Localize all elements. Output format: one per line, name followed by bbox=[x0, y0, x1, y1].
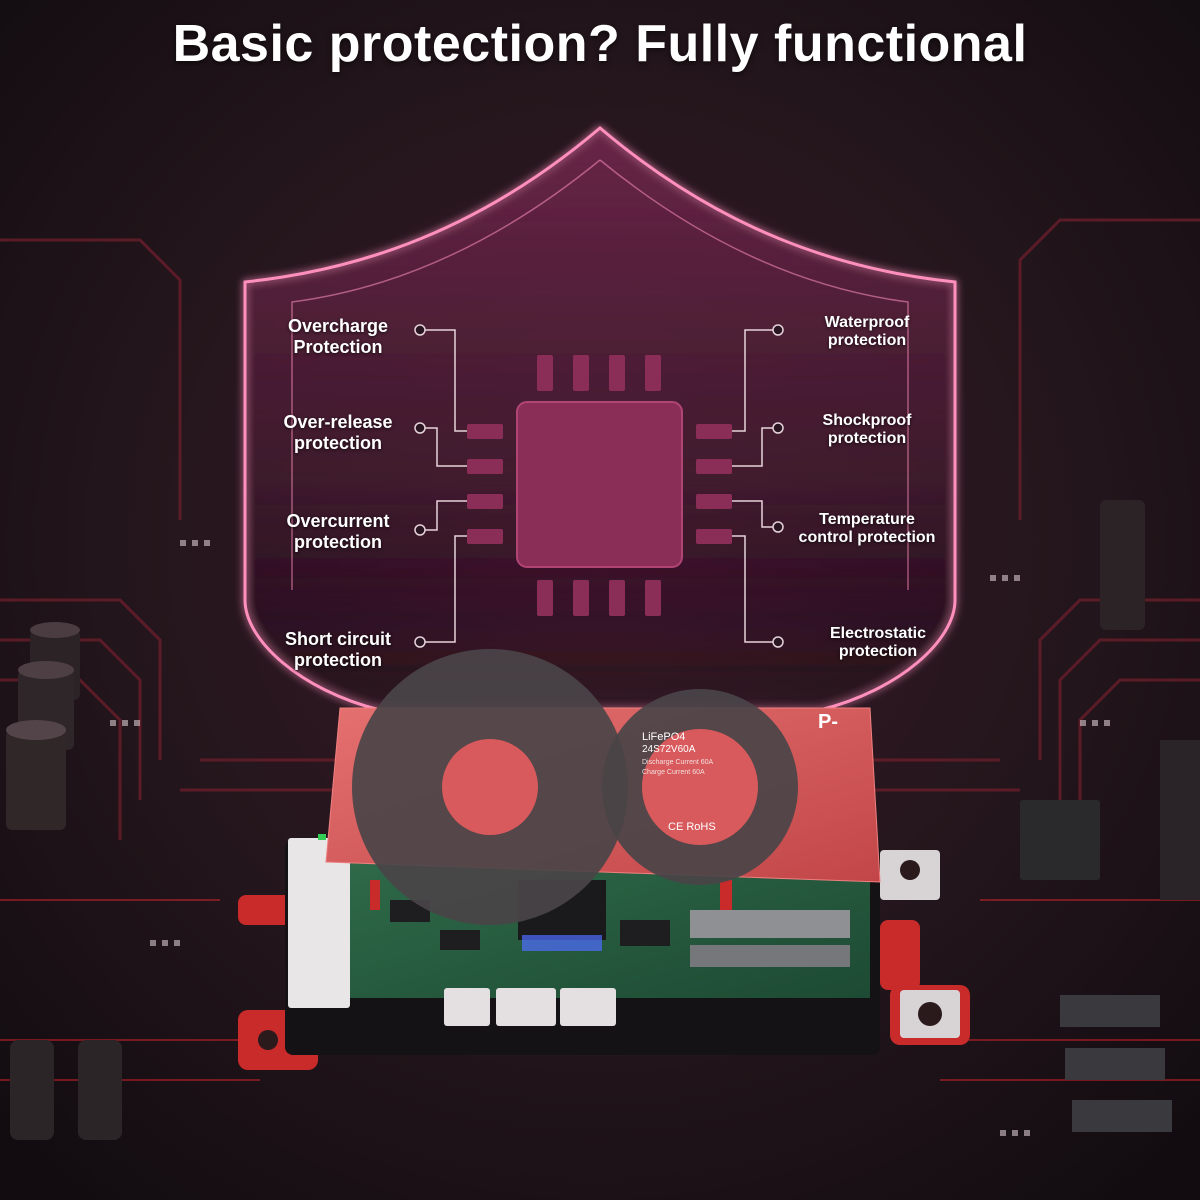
feature-line: Temperature bbox=[819, 511, 915, 528]
feature-overcharge-protection: Overcharge Protection bbox=[243, 316, 433, 357]
feature-line: protection bbox=[294, 432, 382, 453]
cover-spec-line4: Charge Current 60A bbox=[642, 769, 705, 776]
connector-lines-left bbox=[414, 324, 467, 648]
connector-lines-right bbox=[732, 324, 784, 648]
feature-waterproof-protection: Waterproof protection bbox=[782, 314, 952, 351]
cover-spec-line2: 24S72V60A bbox=[642, 744, 696, 755]
feature-line: Overcharge bbox=[287, 316, 389, 336]
feature-line: Electrostatic bbox=[829, 625, 927, 642]
headline: Basic protection? Fully functional bbox=[172, 15, 1028, 73]
capacitors-left bbox=[6, 622, 122, 1140]
feature-shockproof-protection: Shockproof protection bbox=[782, 412, 952, 449]
board-cover: P- LiFePO4 24S72V60A Discharge Current 6… bbox=[325, 649, 881, 925]
feature-electrostatic-protection: Electrostatic protection bbox=[793, 625, 963, 662]
feature-line: protection bbox=[838, 643, 918, 661]
chip-icon bbox=[467, 355, 732, 616]
feature-short-circuit-protection: Short circuit protection bbox=[243, 629, 433, 670]
feature-overcurrent-protection: Overcurrent protection bbox=[243, 511, 433, 552]
cover-cert-marks: CE RoHS bbox=[668, 821, 716, 833]
feature-line: Protection bbox=[293, 336, 383, 357]
feature-line: control protection bbox=[798, 529, 936, 547]
feature-line: protection bbox=[294, 531, 382, 552]
feature-line: Overcurrent bbox=[286, 511, 390, 531]
feature-line: Waterproof bbox=[824, 314, 910, 331]
feature-line: protection bbox=[827, 332, 907, 350]
feature-line: protection bbox=[294, 649, 382, 670]
components-right bbox=[1020, 500, 1200, 1132]
pad-dots bbox=[110, 540, 1110, 1136]
feature-line: Shockproof bbox=[822, 412, 912, 429]
cover-polarity-mark: P- bbox=[818, 711, 838, 733]
feature-line: Over-release bbox=[283, 412, 393, 432]
feature-line: protection bbox=[827, 430, 907, 448]
feature-over-release-protection: Over-release protection bbox=[243, 412, 433, 453]
cover-spec-line1: LiFePO4 bbox=[642, 731, 685, 743]
feature-temperature-control-protection: Temperature control protection bbox=[782, 511, 952, 548]
cover-spec-line3: Discharge Current 60A bbox=[642, 759, 714, 766]
feature-line: Short circuit bbox=[284, 629, 391, 649]
